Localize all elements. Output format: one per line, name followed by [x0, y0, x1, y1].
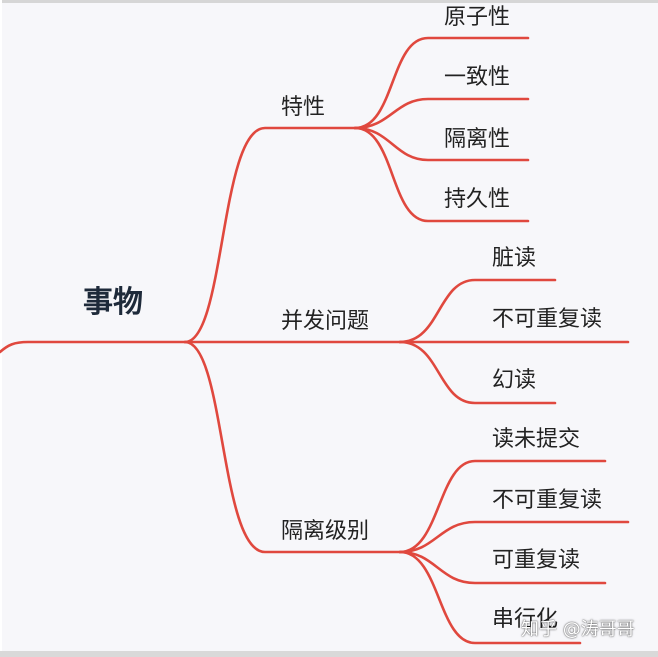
connector-conc-child-1	[398, 278, 557, 344]
leaf-atomicity-label: 原子性	[444, 5, 511, 30]
connector-char-child-2	[353, 97, 530, 130]
connector-iso-child-3	[398, 550, 607, 585]
branch-concurrency-label: 并发问题	[281, 309, 370, 334]
connector-iso-child-4	[398, 550, 582, 645]
leaf-isolation-label: 隔离性	[444, 127, 511, 152]
branch-isolation-label: 隔离级别	[281, 519, 370, 544]
connector-root-to-characteristics	[183, 126, 357, 344]
leaf-read-uncommitted-label: 读未提交	[492, 427, 581, 452]
frame-top-border	[0, 0, 658, 3]
leaf-phantom-read-label: 幻读	[492, 368, 537, 393]
watermark-text: 知乎 @涛哥哥	[521, 619, 635, 640]
connector-iso-child-2	[398, 520, 630, 554]
connector-char-child-1	[353, 36, 530, 130]
leaf-read-committed-label: 不可重复读	[492, 488, 603, 513]
connector-char-child-3	[353, 126, 530, 162]
connector-char-child-4	[353, 126, 530, 223]
connector-conc-child-3	[398, 340, 557, 405]
frame-left-border	[0, 0, 2, 657]
root-node-label: 事物	[83, 285, 143, 320]
leaf-serializable-label: 串行化	[492, 607, 559, 632]
leaf-dirty-read-label: 脏读	[492, 246, 537, 271]
root-stub-line	[0, 340, 187, 354]
leaf-durability-label: 持久性	[444, 187, 511, 212]
leaf-non-repeatable-read-label: 不可重复读	[492, 307, 603, 332]
connector-iso-child-1	[398, 459, 607, 554]
leaf-repeatable-read-label: 可重复读	[492, 548, 581, 573]
leaf-consistency-label: 一致性	[444, 65, 511, 90]
branch-characteristics-label: 特性	[281, 95, 326, 120]
connector-root-to-isolation	[183, 340, 402, 554]
frame-bottom-border	[0, 651, 658, 657]
